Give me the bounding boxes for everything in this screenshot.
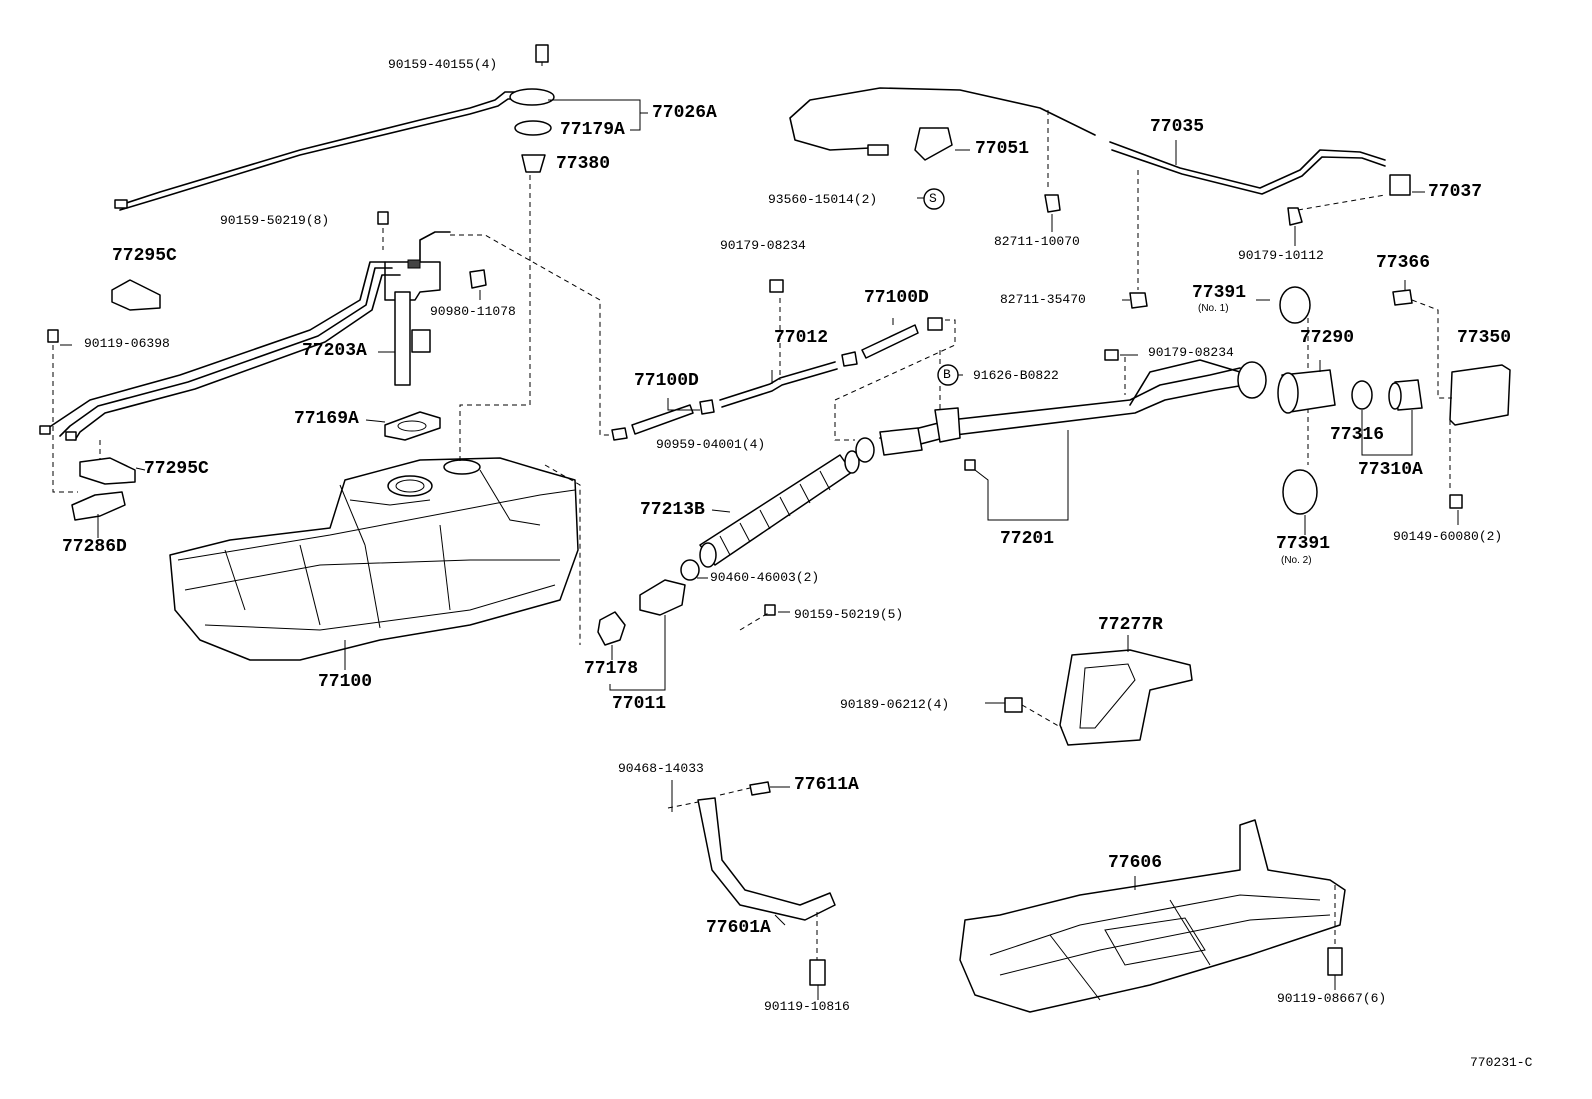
leader-lines-left xyxy=(60,62,648,670)
leader-lines-right xyxy=(1256,280,1459,535)
plate-77026A xyxy=(509,44,555,173)
part-note-no1: (No. 1) xyxy=(1198,303,1229,314)
part-label-77201: 77201 xyxy=(1000,529,1055,549)
part-note-no2: (No. 2) xyxy=(1281,555,1312,566)
part-label-77350: 77350 xyxy=(1457,328,1512,348)
s-marker xyxy=(923,188,945,210)
filler-hose-77213B xyxy=(699,450,860,568)
part-label-90959-04001: 90959-04001(4) xyxy=(656,437,766,452)
part-label-77611A: 77611A xyxy=(794,775,859,795)
part-label-90159-50219-5: 90159-50219(5) xyxy=(794,607,904,622)
release-cable-77035 xyxy=(789,87,1411,309)
part-label-77100D-mid: 77100D xyxy=(634,371,699,391)
sender-gauge-77203A xyxy=(384,231,451,386)
part-label-90119-10816: 90119-10816 xyxy=(764,999,850,1014)
part-label-90179-08234-a: 90179-08234 xyxy=(720,238,806,253)
part-label-77310A: 77310A xyxy=(1358,460,1423,480)
part-label-90119-06398: 90119-06398 xyxy=(84,336,170,351)
part-label-90119-08667: 90119-08667(6) xyxy=(1277,991,1387,1006)
part-label-77100: 77100 xyxy=(318,672,373,692)
part-label-77012: 77012 xyxy=(774,328,829,348)
fuel-tube-top xyxy=(114,91,521,211)
strap-77601A xyxy=(667,780,836,1000)
part-label-90468-14033: 90468-14033 xyxy=(618,761,704,776)
part-label-77391-no2: 77391 xyxy=(1276,534,1331,554)
diagram-code: 770231-C xyxy=(1470,1055,1533,1070)
part-label-93560-15014: 93560-15014(2) xyxy=(768,192,878,207)
part-label-90159-50219-8: 90159-50219(8) xyxy=(220,213,330,228)
part-label-77035: 77035 xyxy=(1150,117,1205,137)
fuel-door-77350 xyxy=(1392,289,1511,509)
dashed-leaders-right xyxy=(1411,299,1452,490)
inlet-77011 xyxy=(597,559,776,646)
part-label-77380: 77380 xyxy=(556,154,611,174)
part-label-90189-06212: 90189-06212(4) xyxy=(840,697,950,712)
leader-lines-top xyxy=(917,140,1425,301)
part-label-77051: 77051 xyxy=(975,139,1030,159)
b-marker xyxy=(937,364,959,386)
part-label-77203A: 77203A xyxy=(302,341,367,361)
part-label-77011: 77011 xyxy=(612,694,667,714)
part-label-91626-B0822: 91626-B0822 xyxy=(973,368,1059,383)
part-label-77295C-top: 77295C xyxy=(112,246,177,266)
part-label-82711-10070: 82711-10070 xyxy=(994,234,1080,249)
filler-housing-77290 xyxy=(1277,286,1336,515)
part-label-77286D: 77286D xyxy=(62,537,127,557)
part-label-77178: 77178 xyxy=(584,659,639,679)
skid-plate-77606 xyxy=(959,819,1346,1013)
part-label-90179-10112: 90179-10112 xyxy=(1238,248,1324,263)
fuel-tank-77100 xyxy=(169,457,579,661)
part-label-77179A: 77179A xyxy=(560,120,625,140)
part-label-77026A: 77026A xyxy=(652,103,717,123)
dashed-leaders-left xyxy=(52,175,612,645)
part-label-90980-11078: 90980-11078 xyxy=(430,304,516,319)
part-label-77601A: 77601A xyxy=(706,918,771,938)
leader-lines-center xyxy=(609,318,1138,691)
part-label-82711-35470: 82711-35470 xyxy=(1000,292,1086,307)
part-label-77391-no1: 77391 xyxy=(1192,283,1247,303)
part-label-77037: 77037 xyxy=(1428,182,1483,202)
protector-77277R xyxy=(985,635,1193,746)
part-label-90179-08234-b: 90179-08234 xyxy=(1148,345,1234,360)
part-label-77606: 77606 xyxy=(1108,853,1163,873)
clamps-left xyxy=(47,211,487,521)
breather-hoses xyxy=(611,279,1119,441)
part-label-77213B: 77213B xyxy=(640,500,705,520)
part-label-77100D-top: 77100D xyxy=(864,288,929,308)
part-label-90460-46003: 90460-46003(2) xyxy=(710,570,820,585)
filler-pipe-77201 xyxy=(855,359,1267,471)
fuel-tube-side xyxy=(39,261,401,441)
s-marker-letter: S xyxy=(929,191,937,206)
part-label-77169A: 77169A xyxy=(294,409,359,429)
part-label-77290: 77290 xyxy=(1300,328,1355,348)
cap-77310A xyxy=(1351,379,1423,411)
part-label-90159-40155: 90159-40155(4) xyxy=(388,57,498,72)
part-label-77295C-bottom: 77295C xyxy=(144,459,209,479)
part-label-77366: 77366 xyxy=(1376,253,1431,273)
part-label-77316: 77316 xyxy=(1330,425,1385,445)
b-marker-letter: B xyxy=(943,367,951,382)
part-label-77277R: 77277R xyxy=(1098,615,1163,635)
part-label-90149-60080: 90149-60080(2) xyxy=(1393,529,1503,544)
